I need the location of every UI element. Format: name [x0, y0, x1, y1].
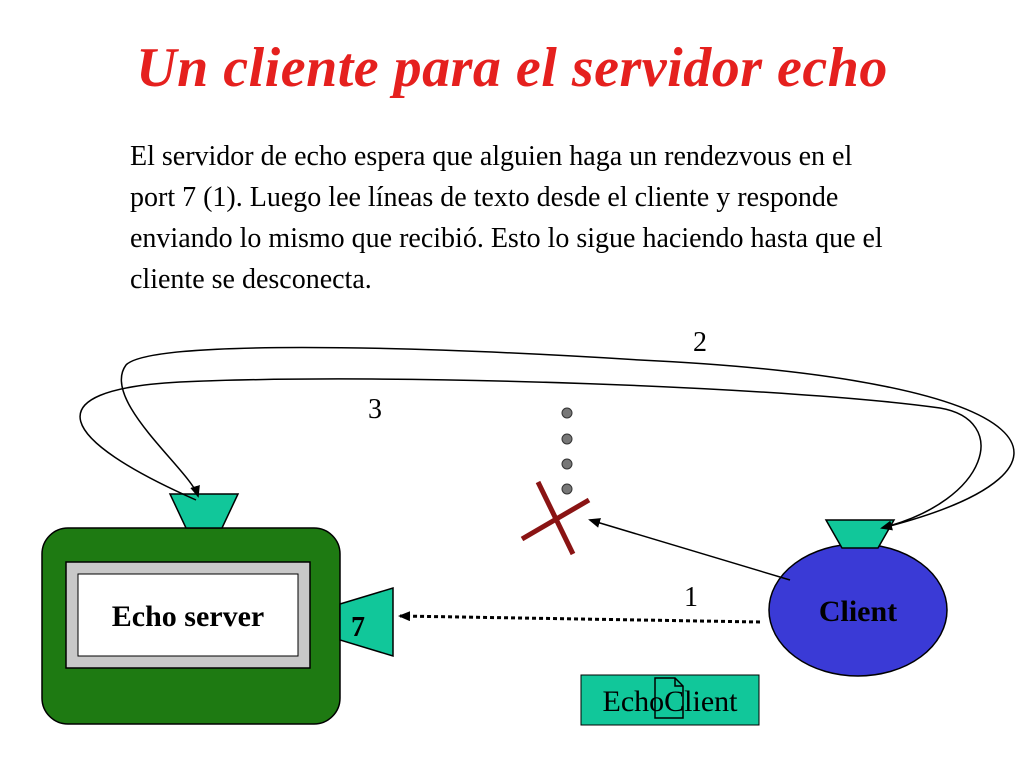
curve-arrow-3 — [79, 378, 982, 531]
slide-paragraph: El servidor de echo espera que alguien h… — [130, 141, 883, 295]
echo-client-label: EchoClient — [603, 685, 739, 718]
slide-title: Un cliente para el servidor echo — [136, 37, 888, 99]
client-label: Client — [819, 595, 897, 628]
file-icon — [654, 677, 684, 719]
connect-arrow — [398, 611, 761, 624]
ellipsis-dot — [561, 458, 573, 470]
server-top-socket — [168, 493, 240, 529]
step-label-1: 1 — [684, 582, 698, 613]
ellipsis-dot — [561, 433, 573, 445]
cross-mark-b — [520, 497, 591, 542]
ellipsis-dot — [561, 407, 573, 419]
ellipsis-dot — [561, 483, 573, 495]
port-7-label: 7 — [351, 612, 365, 643]
port-7-socket — [339, 586, 394, 658]
echo-server-panel — [77, 573, 299, 657]
echo-server-label: Echo server — [112, 600, 264, 633]
curve-arrow-2 — [120, 346, 1015, 527]
blocked-arrow — [588, 518, 791, 581]
step-label-3: 3 — [368, 394, 382, 425]
step-label-2: 2 — [693, 327, 707, 358]
client-top-socket — [824, 519, 896, 549]
